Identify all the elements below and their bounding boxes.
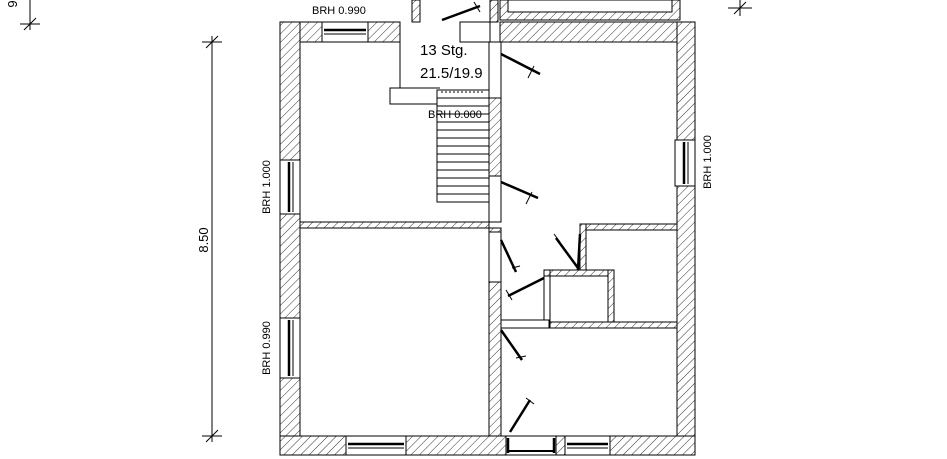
window-label-left-lower: BRH 0.990 <box>261 321 273 375</box>
door-shaft <box>505 275 551 327</box>
stair-treads <box>437 97 489 195</box>
window-bottom-door <box>505 435 557 456</box>
window-left-upper <box>279 159 301 215</box>
wall-shaft-right <box>607 269 615 323</box>
wall-top-right <box>499 21 696 43</box>
wall-left <box>279 21 301 456</box>
window-bottom-left <box>345 435 407 456</box>
door-top-stub <box>441 1 491 43</box>
wall-shaft-top <box>543 269 615 277</box>
windows <box>279 21 696 456</box>
stair-opening <box>389 42 489 105</box>
door-hall-2 <box>488 175 539 223</box>
window-right <box>674 139 696 187</box>
window-label-stair: BRH 0.000 <box>428 109 482 121</box>
door-hall-1 <box>488 41 541 99</box>
door-hall-3 <box>488 231 521 283</box>
partial-dimension-label: 9 <box>5 0 20 7</box>
wall-right <box>676 21 696 456</box>
window-left-lower <box>279 317 301 379</box>
window-top <box>321 21 369 43</box>
window-label-right: BRH 1.000 <box>702 135 714 189</box>
walls <box>279 0 696 456</box>
window-label-top: BRH 0.990 <box>312 5 366 17</box>
wall-interior-horizontal-left <box>299 221 490 229</box>
dimension-top-left <box>20 0 40 31</box>
wall-top-stub-1 <box>411 0 421 23</box>
dimension-vertical <box>202 35 222 443</box>
door-bottom <box>508 397 535 433</box>
wall-bath-top <box>579 223 678 231</box>
wall-bottom <box>279 435 696 456</box>
window-label-left-upper: BRH 1.000 <box>261 160 273 214</box>
wall-middle-horizontal <box>549 321 678 329</box>
overall-dimension-label: 8.50 <box>196 227 211 252</box>
stair-steps-label: 13 Stg. <box>420 42 468 59</box>
doors <box>441 1 582 433</box>
window-bottom-right <box>564 435 611 456</box>
door-bath <box>553 233 582 271</box>
stub-inner <box>507 0 673 13</box>
wall-top-stub-2 <box>489 0 499 23</box>
stair-ratio-label: 21.5/19.9 <box>420 65 483 82</box>
wall-bath-side <box>579 223 587 271</box>
door-lower-room <box>499 319 550 361</box>
dimension-top-right <box>728 0 752 16</box>
staircase <box>436 89 490 203</box>
